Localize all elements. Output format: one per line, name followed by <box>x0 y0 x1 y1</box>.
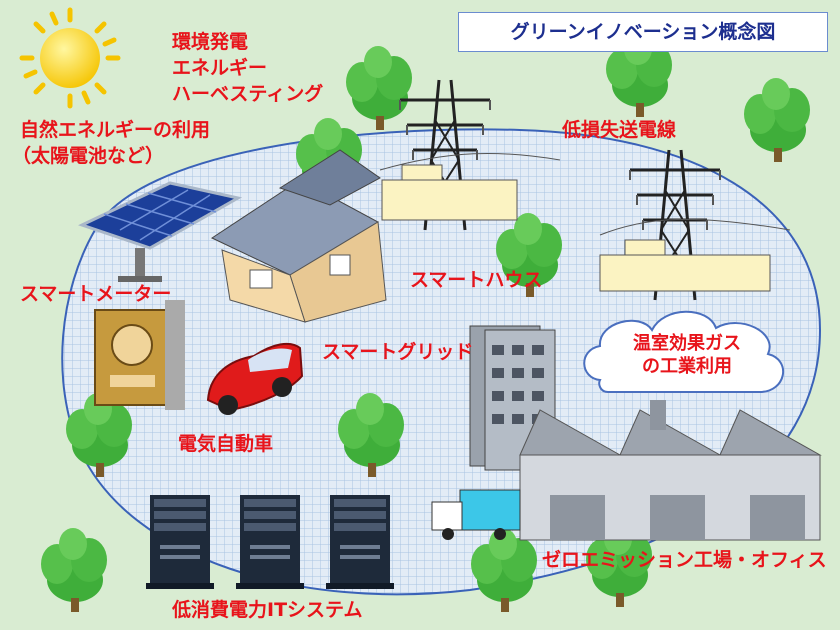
power-tower-icon <box>379 78 791 302</box>
label-harvest-line2: エネルギー <box>172 57 268 79</box>
label-low-loss-line: 低損失送電線 <box>562 119 677 141</box>
substation-building-icon <box>381 164 771 292</box>
smart-meter-icon <box>94 300 185 410</box>
label-harvest-line3: ハーベスティング <box>172 83 324 105</box>
label-ghg-utilization: 温室効果ガス の工業利用 <box>602 332 772 378</box>
label-natural-energy-note: （太陽電池など） <box>12 145 165 167</box>
label-ghg-line2: の工業利用 <box>642 356 732 377</box>
solar-panel-icon <box>78 181 243 282</box>
label-smart-house: スマートハウス <box>410 269 543 291</box>
server-icon <box>146 495 394 589</box>
diagram-title: グリーンイノベーション概念図 <box>458 12 828 52</box>
cloud-icon <box>583 310 785 393</box>
factory-icon <box>519 400 822 541</box>
label-electric-vehicle: 電気自動車 <box>178 433 274 455</box>
label-smart-meter: スマートメーター <box>20 283 172 305</box>
car-icon <box>206 342 304 415</box>
label-ghg-line1: 温室効果ガス <box>633 333 741 354</box>
label-harvest-line1: 環境発電 <box>172 31 249 53</box>
label-smart-grid: スマートグリッド <box>322 341 474 363</box>
label-natural-energy: 自然エネルギーの利用 <box>20 119 211 141</box>
house-icon <box>210 149 387 323</box>
sun-icon <box>19 7 121 109</box>
truck-icon <box>431 489 521 540</box>
label-zero-emission: ゼロエミッション工場・オフィス <box>542 549 827 571</box>
label-low-power-it: 低消費電力ITシステム <box>172 599 363 621</box>
